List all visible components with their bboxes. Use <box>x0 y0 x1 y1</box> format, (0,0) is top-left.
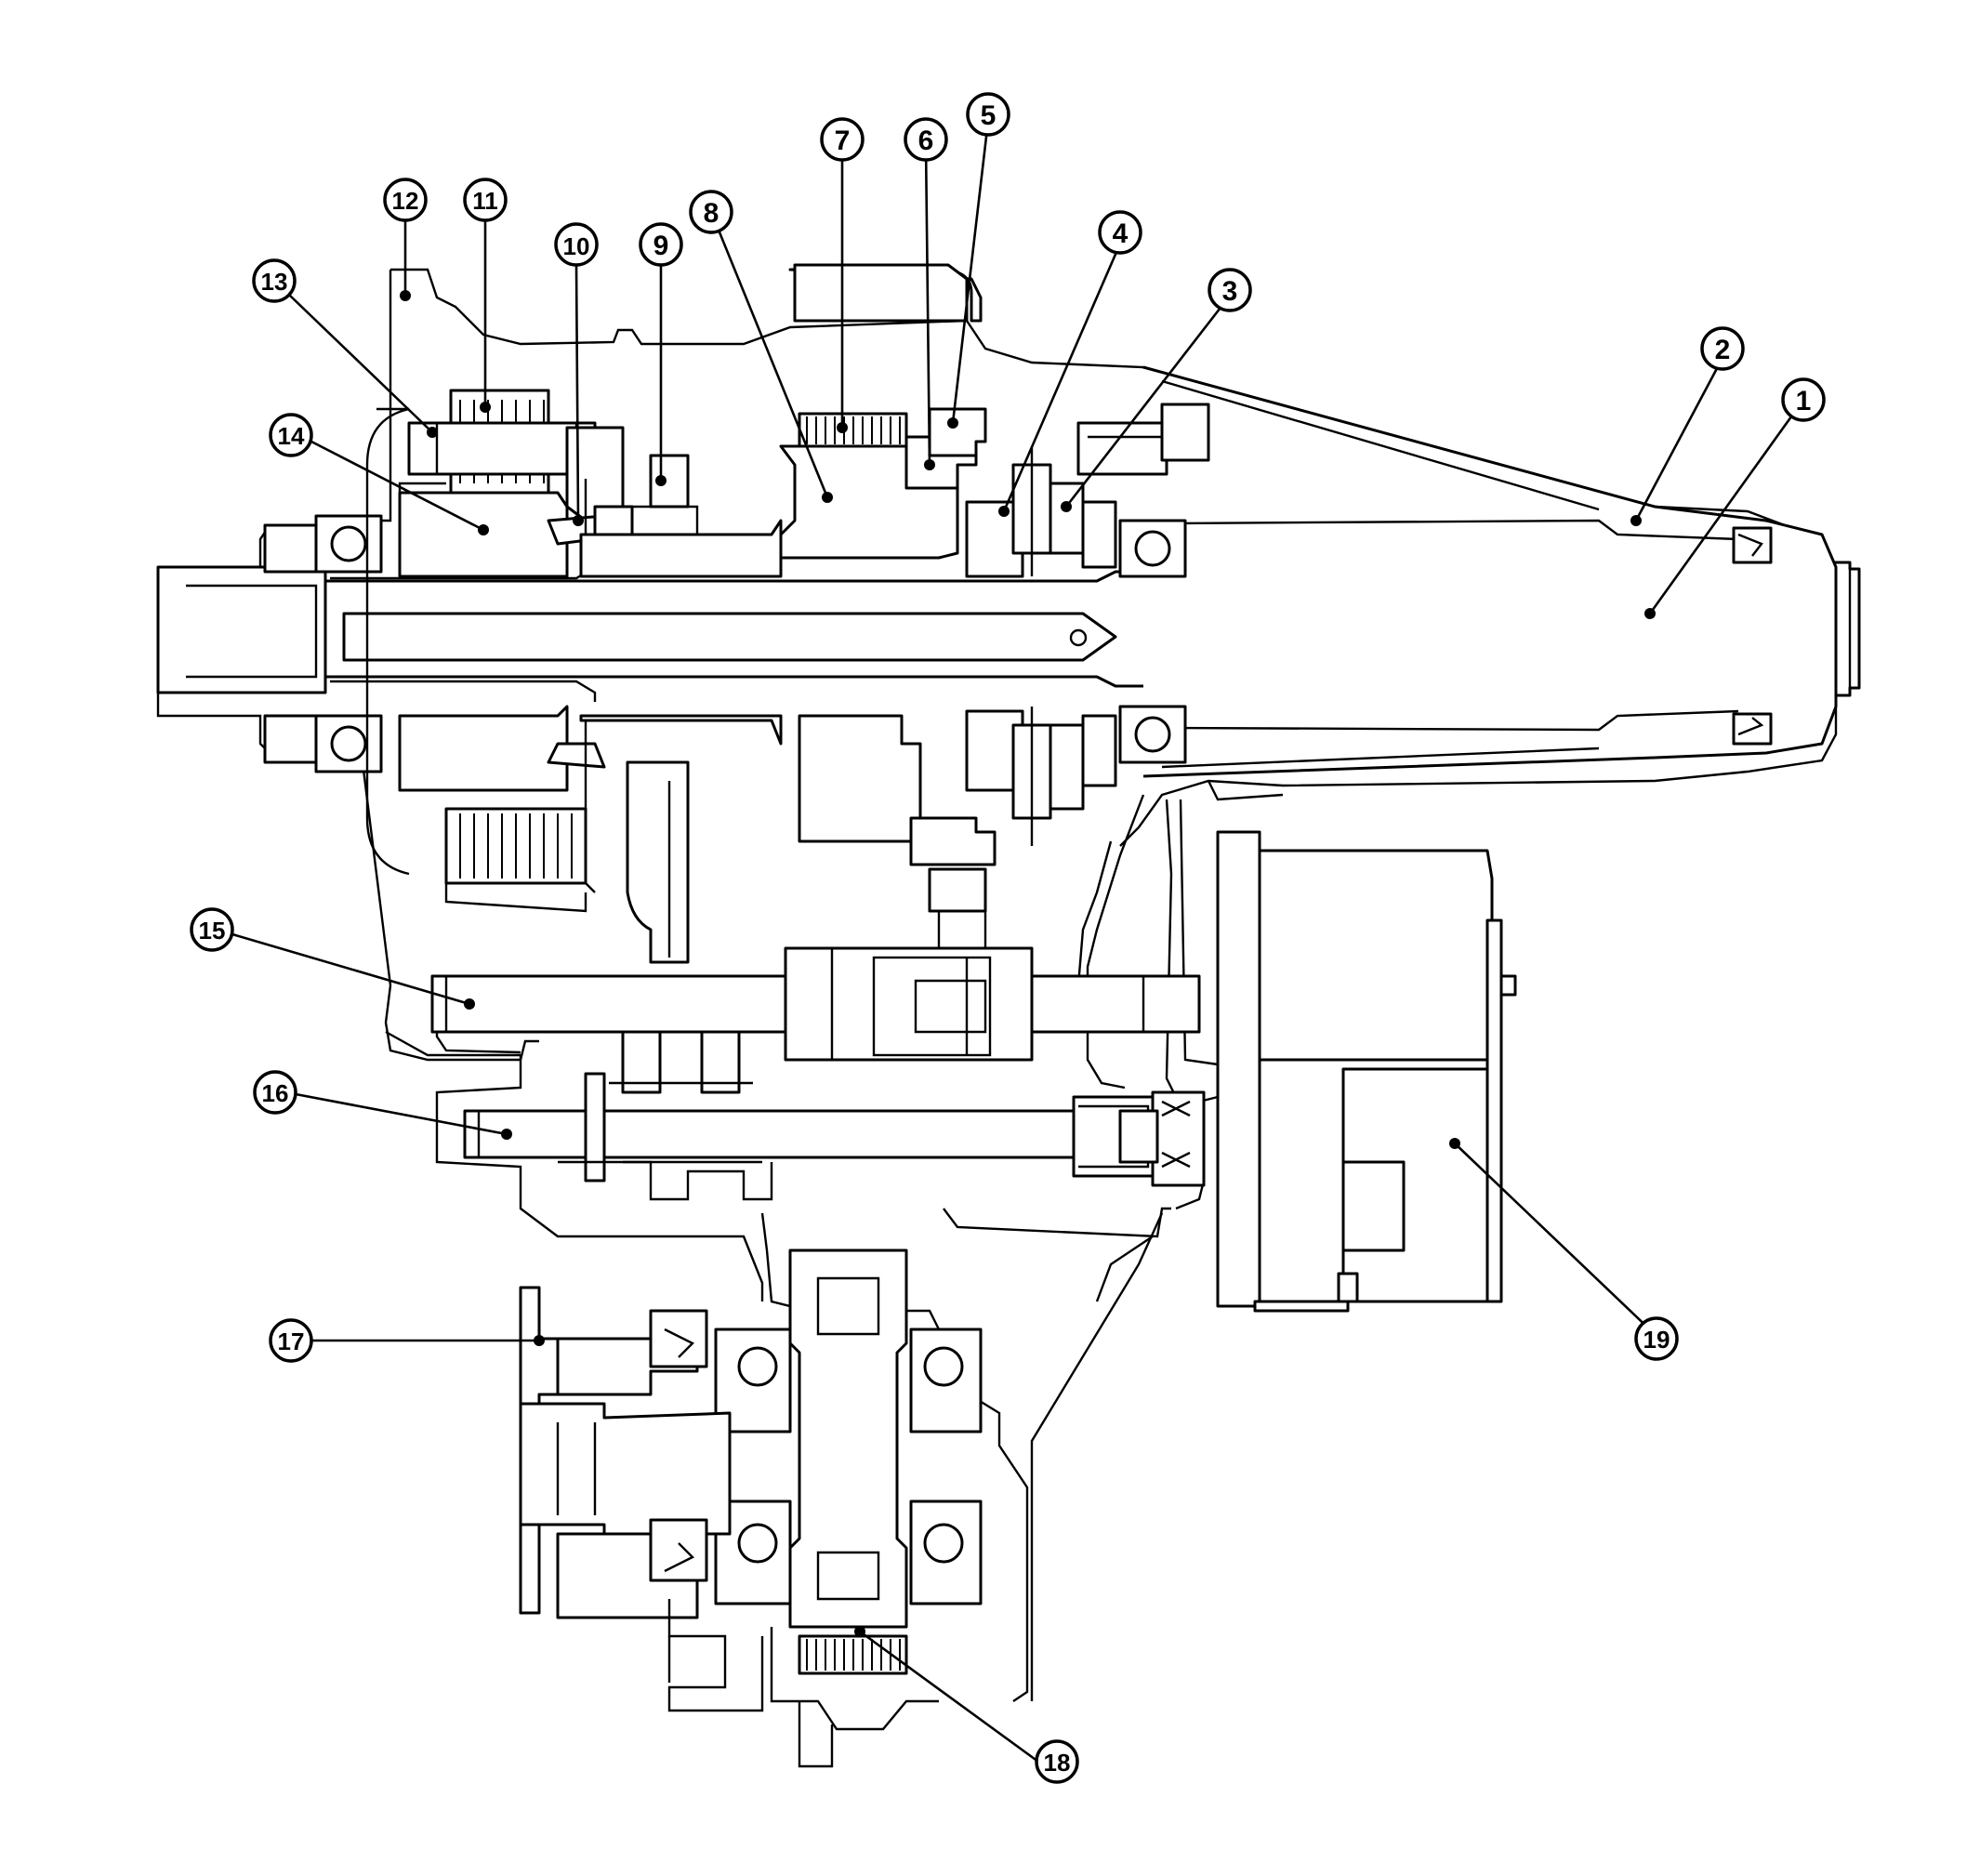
svg-text:16: 16 <box>262 1079 289 1107</box>
svg-text:1: 1 <box>1796 386 1812 416</box>
callout-1: 1 <box>1781 377 1826 422</box>
callout-8: 8 <box>689 190 733 234</box>
svg-text:12: 12 <box>392 187 419 215</box>
svg-text:8: 8 <box>704 198 719 229</box>
callout-15: 15 <box>190 907 234 952</box>
callout-4: 4 <box>1098 210 1142 255</box>
callout-10: 10 <box>554 222 599 267</box>
svg-text:4: 4 <box>1113 218 1129 249</box>
svg-text:18: 18 <box>1044 1749 1071 1777</box>
callout-18: 18 <box>1035 1739 1079 1784</box>
leader-lines <box>231 120 1805 1764</box>
svg-text:14: 14 <box>278 422 305 450</box>
callout-19: 19 <box>1634 1316 1679 1361</box>
front-output <box>519 1248 939 1768</box>
shift-rail <box>430 946 1201 1062</box>
clutch-and-sprocket <box>779 403 1210 973</box>
svg-text:2: 2 <box>1715 335 1731 365</box>
callout-7: 7 <box>820 117 865 162</box>
svg-text:3: 3 <box>1222 276 1238 307</box>
svg-text:10: 10 <box>563 232 590 260</box>
callout-2: 2 <box>1700 326 1745 371</box>
svg-text:5: 5 <box>981 100 997 131</box>
svg-text:9: 9 <box>653 231 669 261</box>
callout-14: 14 <box>269 413 313 457</box>
svg-text:13: 13 <box>261 268 288 296</box>
svg-text:19: 19 <box>1643 1326 1670 1354</box>
callouts: 1 2 3 4 5 6 7 8 <box>190 92 1826 1784</box>
callout-6: 6 <box>904 117 948 162</box>
svg-text:7: 7 <box>835 126 851 156</box>
callout-5: 5 <box>966 92 1010 137</box>
callout-9: 9 <box>639 222 683 267</box>
fork-shaft <box>463 1030 1206 1201</box>
callout-12: 12 <box>383 178 428 222</box>
svg-text:6: 6 <box>918 126 934 156</box>
svg-text:17: 17 <box>278 1328 305 1355</box>
shift-actuator-motor <box>1216 830 1517 1313</box>
callout-17: 17 <box>269 1318 313 1363</box>
tail-housing <box>1142 365 1838 778</box>
leader-dots <box>400 290 1656 1637</box>
callout-3: 3 <box>1208 268 1252 312</box>
callout-11: 11 <box>463 178 508 222</box>
svg-text:11: 11 <box>472 187 498 215</box>
svg-text:15: 15 <box>199 917 226 945</box>
range-shift-sleeve <box>579 454 783 964</box>
callout-13: 13 <box>252 258 297 303</box>
callout-16: 16 <box>253 1070 297 1115</box>
